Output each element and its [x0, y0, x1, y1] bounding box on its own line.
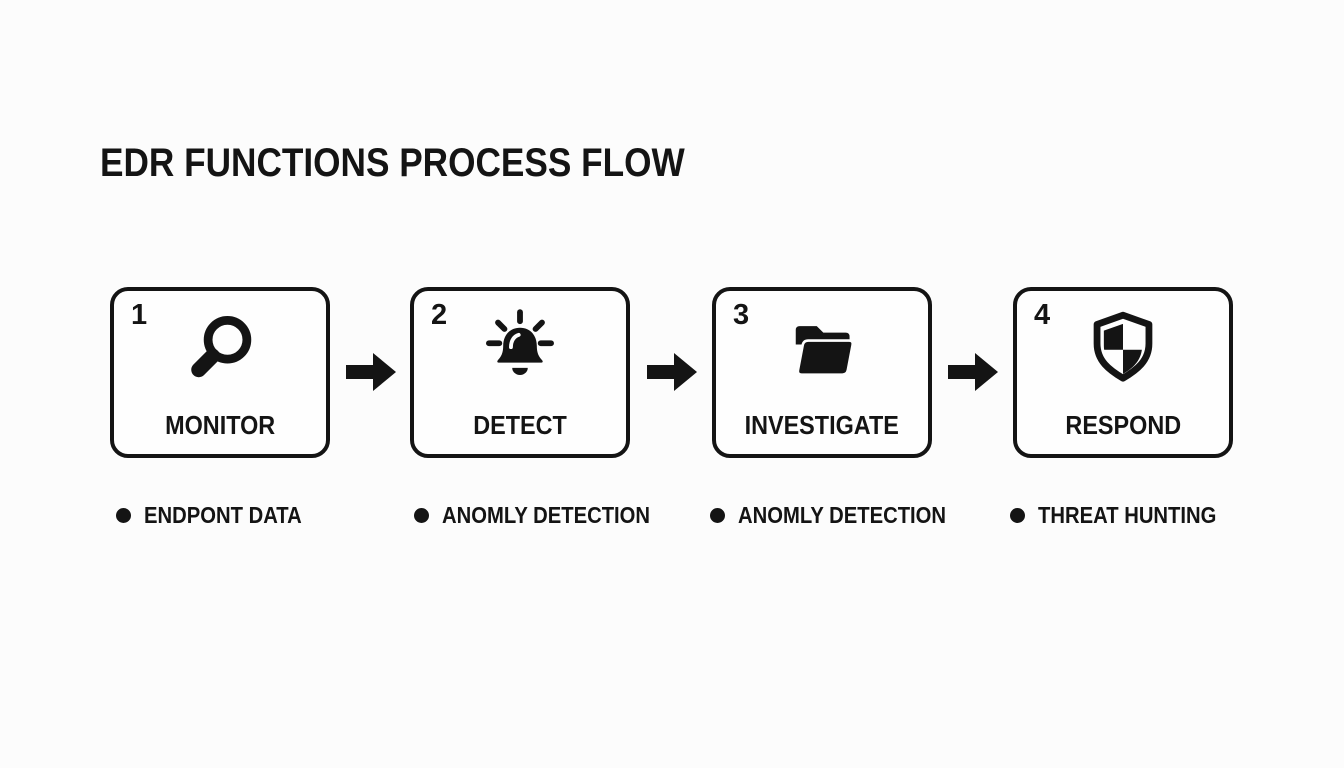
bullet-dot-icon — [1010, 508, 1025, 523]
step-box-investigate: 3 INVESTIGATE — [712, 287, 932, 458]
step-box-respond: 4 RESPOND — [1013, 287, 1233, 458]
bullet-anomaly-detection-1: ANOMLY DETECTION — [414, 502, 678, 529]
step-number: 2 — [431, 299, 448, 331]
step-box-monitor: 1 MONITOR — [110, 287, 330, 458]
bullet-text-value: ENDPONT DATA — [144, 502, 302, 528]
step-label-text: RESPOND — [1065, 410, 1181, 440]
step-label: MONITOR — [114, 410, 326, 441]
bullet-text: ANOMLY DETECTION — [442, 502, 678, 529]
step-label: INVESTIGATE — [716, 410, 928, 441]
bullet-text: THREAT HUNTING — [1038, 502, 1241, 529]
step-label-text: DETECT — [473, 410, 567, 440]
step-box-detect: 2 DETECT — [410, 287, 630, 458]
bullet-dot-icon — [414, 508, 429, 523]
step-number: 4 — [1034, 299, 1051, 331]
bullet-text-value: ANOMLY DETECTION — [442, 502, 651, 528]
bullet-endpoint-data: ENDPONT DATA — [116, 502, 323, 529]
bullet-text: ANOMLY DETECTION — [738, 502, 974, 529]
folder-icon — [779, 305, 865, 397]
step-label-text: INVESTIGATE — [744, 410, 900, 440]
bullet-threat-hunting: THREAT HUNTING — [1010, 502, 1241, 529]
bullet-text-value: THREAT HUNTING — [1038, 502, 1217, 528]
bullet-dot-icon — [116, 508, 131, 523]
page-title: EDR FUNCTIONS PROCESS FLOW — [100, 141, 764, 186]
step-number: 3 — [733, 299, 750, 331]
step-label: DETECT — [414, 410, 626, 441]
arrow-right-icon — [645, 345, 699, 399]
shield-icon — [1080, 305, 1166, 397]
bullet-dot-icon — [710, 508, 725, 523]
bullet-anomaly-detection-2: ANOMLY DETECTION — [710, 502, 974, 529]
step-label-text: MONITOR — [164, 410, 276, 440]
step-label: RESPOND — [1017, 410, 1229, 441]
arrow-right-icon — [946, 345, 1000, 399]
page-title-text: EDR FUNCTIONS PROCESS FLOW — [100, 141, 685, 185]
magnifier-icon — [177, 305, 263, 397]
bullet-text-value: ANOMLY DETECTION — [738, 502, 947, 528]
step-number: 1 — [131, 299, 148, 331]
arrow-right-icon — [344, 345, 398, 399]
bullet-text: ENDPONT DATA — [144, 502, 323, 529]
alarm-bell-icon — [477, 305, 563, 397]
